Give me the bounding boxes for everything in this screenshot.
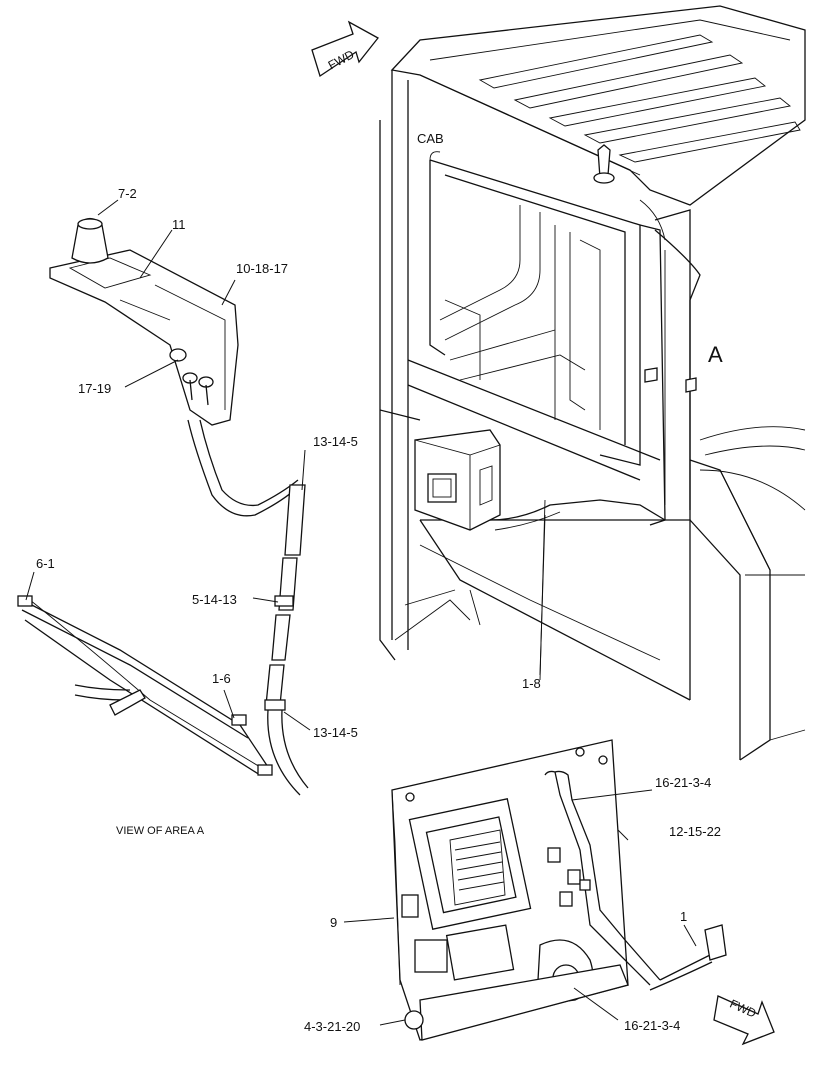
callout-1: 1 xyxy=(680,909,687,924)
callout-1-8: 1-8 xyxy=(522,676,541,691)
callouts: 7-2 11 10-18-17 17-19 13-14-5 6-1 5-14-1… xyxy=(36,186,721,1034)
cab-label: CAB xyxy=(417,131,444,146)
callout-16-21-3-4-top: 16-21-3-4 xyxy=(655,775,711,790)
callout-4-3-21-20: 4-3-21-20 xyxy=(304,1019,360,1034)
leader-lines xyxy=(25,199,697,1026)
callout-7-2: 7-2 xyxy=(118,186,137,201)
callout-13-14-5-bottom: 13-14-5 xyxy=(313,725,358,740)
fwd-arrow-top: FWD xyxy=(311,20,379,78)
callout-12-15-22: 12-15-22 xyxy=(669,824,721,839)
callout-17-19: 17-19 xyxy=(78,381,111,396)
callout-13-14-5-top: 13-14-5 xyxy=(313,434,358,449)
view-caption: VIEW OF AREA A xyxy=(116,825,205,837)
harness-conduit xyxy=(264,484,309,796)
cab-assembly xyxy=(379,5,806,761)
callout-5-14-13: 5-14-13 xyxy=(192,592,237,607)
fwd-arrow-bottom: FWD xyxy=(713,995,775,1046)
ecm-panel xyxy=(391,739,727,1041)
callout-6-1: 6-1 xyxy=(36,556,55,571)
bracket-assembly xyxy=(49,217,301,517)
left-harness xyxy=(17,595,273,776)
callout-9: 9 xyxy=(330,915,337,930)
callout-10-18-17: 10-18-17 xyxy=(236,261,288,276)
callout-1-6: 1-6 xyxy=(212,671,231,686)
callout-16-21-3-4-bottom: 16-21-3-4 xyxy=(624,1018,680,1033)
area-marker: A xyxy=(708,342,723,367)
callout-11: 11 xyxy=(172,217,186,232)
